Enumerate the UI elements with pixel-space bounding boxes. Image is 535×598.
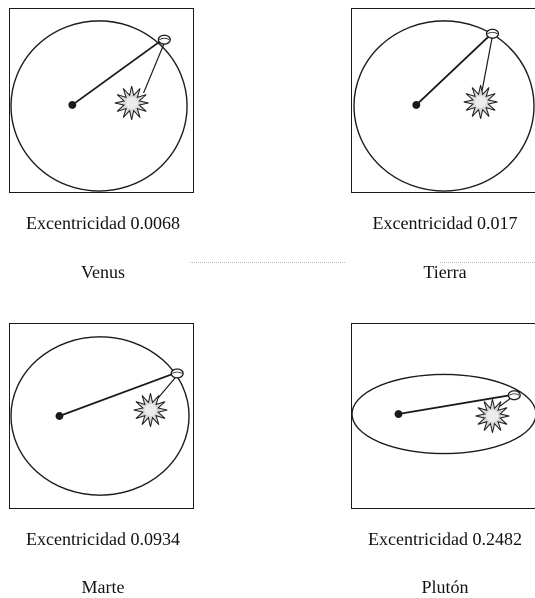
focus-point	[394, 410, 403, 418]
orbit-diagram	[10, 336, 190, 496]
sun-icon	[133, 393, 168, 427]
sun-planet-line	[481, 35, 494, 94]
radius-line	[71, 38, 163, 106]
eccentricity-label: Excentricidad 0.2482	[368, 529, 522, 549]
planet-name-label: Venus	[81, 262, 125, 282]
orbit-diagram	[10, 20, 188, 192]
planet-icon	[157, 34, 171, 45]
orbit-frame	[9, 8, 194, 193]
scan-artifact	[190, 262, 345, 264]
focus-point	[55, 412, 64, 420]
sun-icon	[475, 399, 510, 433]
sun-core	[125, 97, 138, 109]
orbit-ellipse	[10, 20, 188, 192]
orbit-ellipse	[10, 336, 190, 496]
orbit-frame	[9, 323, 194, 509]
focus-point	[412, 100, 421, 109]
orbit-diagram	[353, 20, 535, 192]
orbit-diagram	[351, 373, 535, 455]
planet-icon	[485, 28, 500, 39]
eccentricity-label: Excentricidad 0.017	[372, 213, 518, 233]
radius-line	[398, 394, 511, 415]
sun-icon	[114, 86, 149, 120]
eccentricity-label: Excentricidad 0.0934	[26, 529, 180, 549]
planet-icon	[170, 368, 184, 379]
sun-planet-line	[154, 375, 178, 402]
planet-name-label: Marte	[81, 577, 125, 597]
radius-line	[59, 372, 175, 417]
sun-icon	[463, 85, 498, 119]
scan-artifact	[440, 262, 535, 264]
planet-icon	[507, 390, 521, 401]
orbit-frame	[351, 8, 535, 193]
sun-core	[474, 96, 487, 108]
focus-point	[68, 100, 77, 109]
orbit-frame	[351, 323, 535, 509]
orbit-ellipse	[353, 20, 535, 192]
sun-planet-line	[142, 40, 166, 94]
radius-line	[415, 35, 491, 106]
sun-core	[486, 410, 499, 422]
orbit-ellipse	[351, 373, 535, 455]
eccentricity-label: Excentricidad 0.0068	[26, 213, 180, 233]
planet-name-label: Tierra	[423, 262, 467, 282]
planet-name-label: Plutón	[421, 577, 469, 597]
sun-core	[144, 404, 157, 416]
